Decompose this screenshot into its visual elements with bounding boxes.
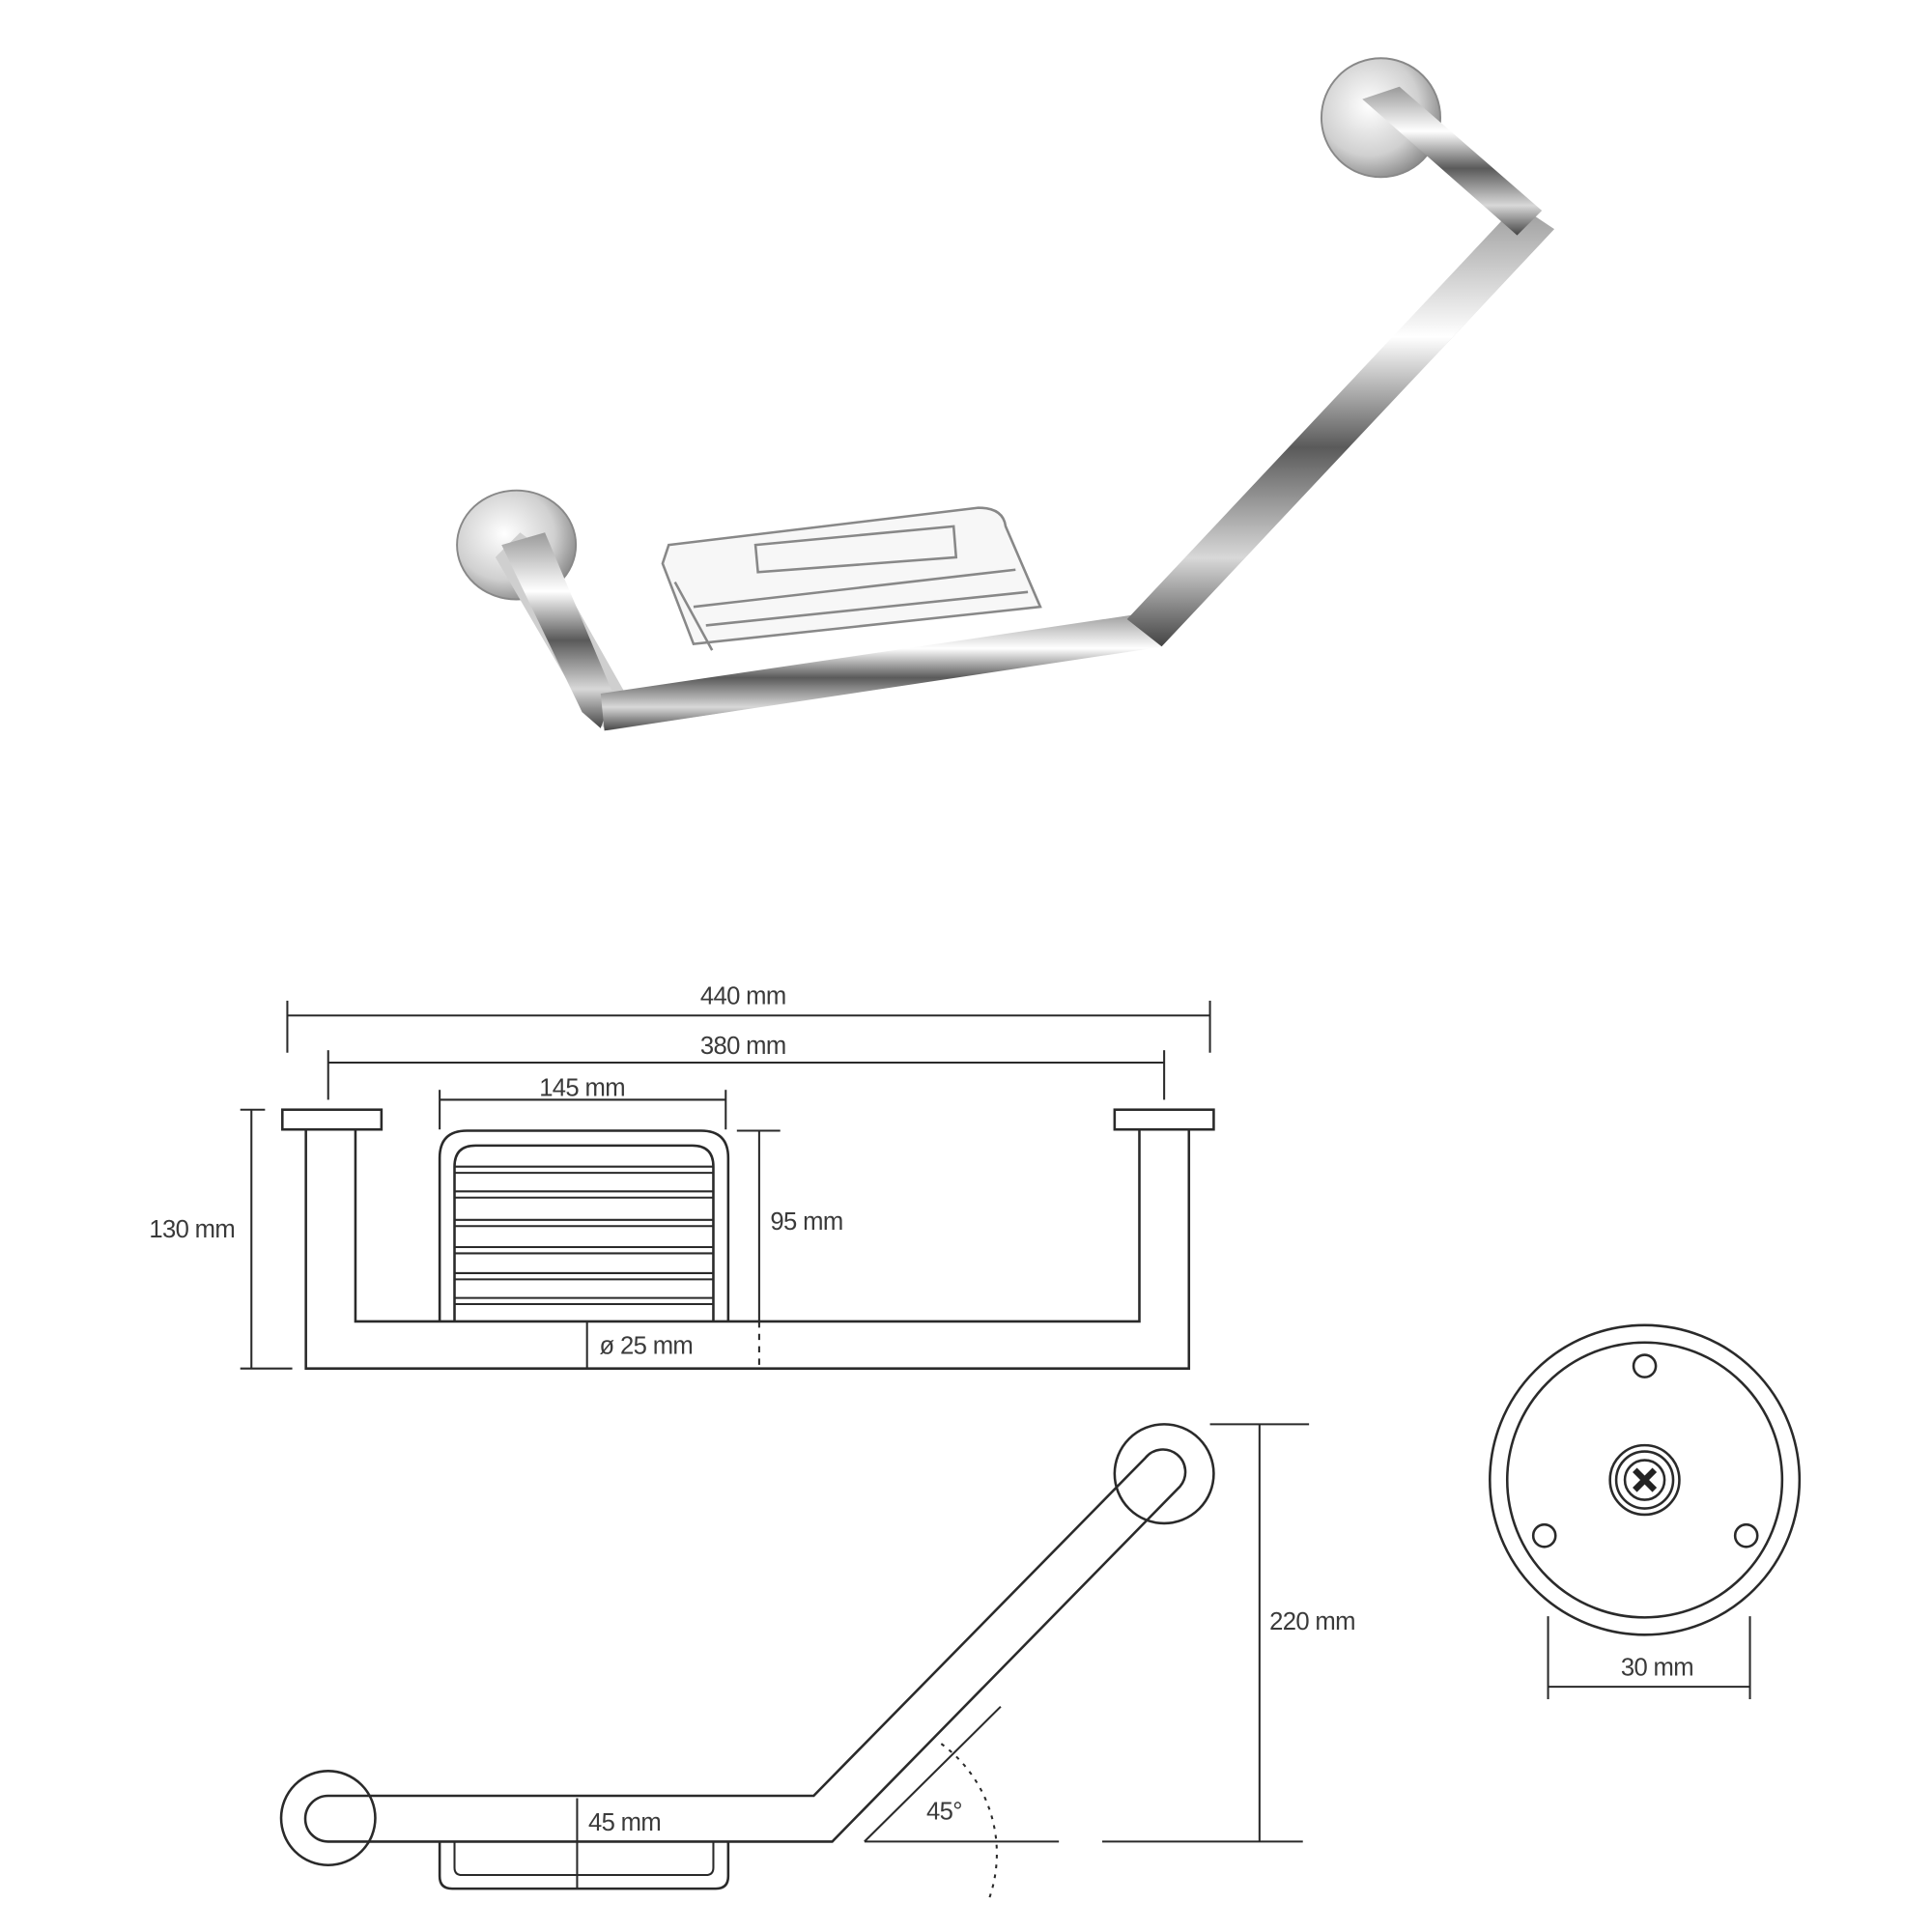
grab-bar-tube bbox=[495, 86, 1554, 731]
total-height-label: 220 mm bbox=[1269, 1608, 1355, 1635]
front-view: 440 mm 380 mm 145 mm 95 mm 130 mm bbox=[149, 983, 1215, 1370]
flange-view: 30 mm bbox=[1489, 1323, 1802, 1699]
side-view: 45 mm 45° 220 mm bbox=[279, 1423, 1355, 1902]
tube-diameter-label: ø 25 mm bbox=[600, 1332, 694, 1359]
soap-basket bbox=[661, 506, 1042, 651]
basket-height-label: 95 mm bbox=[770, 1208, 842, 1236]
center-distance-label: 380 mm bbox=[700, 1033, 786, 1060]
angle-label: 45° bbox=[926, 1798, 962, 1825]
flange-diameter-label: 30 mm bbox=[1621, 1655, 1693, 1682]
right-flange bbox=[1320, 57, 1441, 179]
screw-cross-icon bbox=[1633, 1467, 1658, 1492]
overall-width-label: 440 mm bbox=[700, 983, 786, 1010]
basket-width-label: 145 mm bbox=[539, 1075, 625, 1102]
projection-label: 130 mm bbox=[149, 1216, 235, 1243]
basket-depth-label: 45 mm bbox=[588, 1809, 661, 1836]
product-photo bbox=[456, 57, 1554, 731]
